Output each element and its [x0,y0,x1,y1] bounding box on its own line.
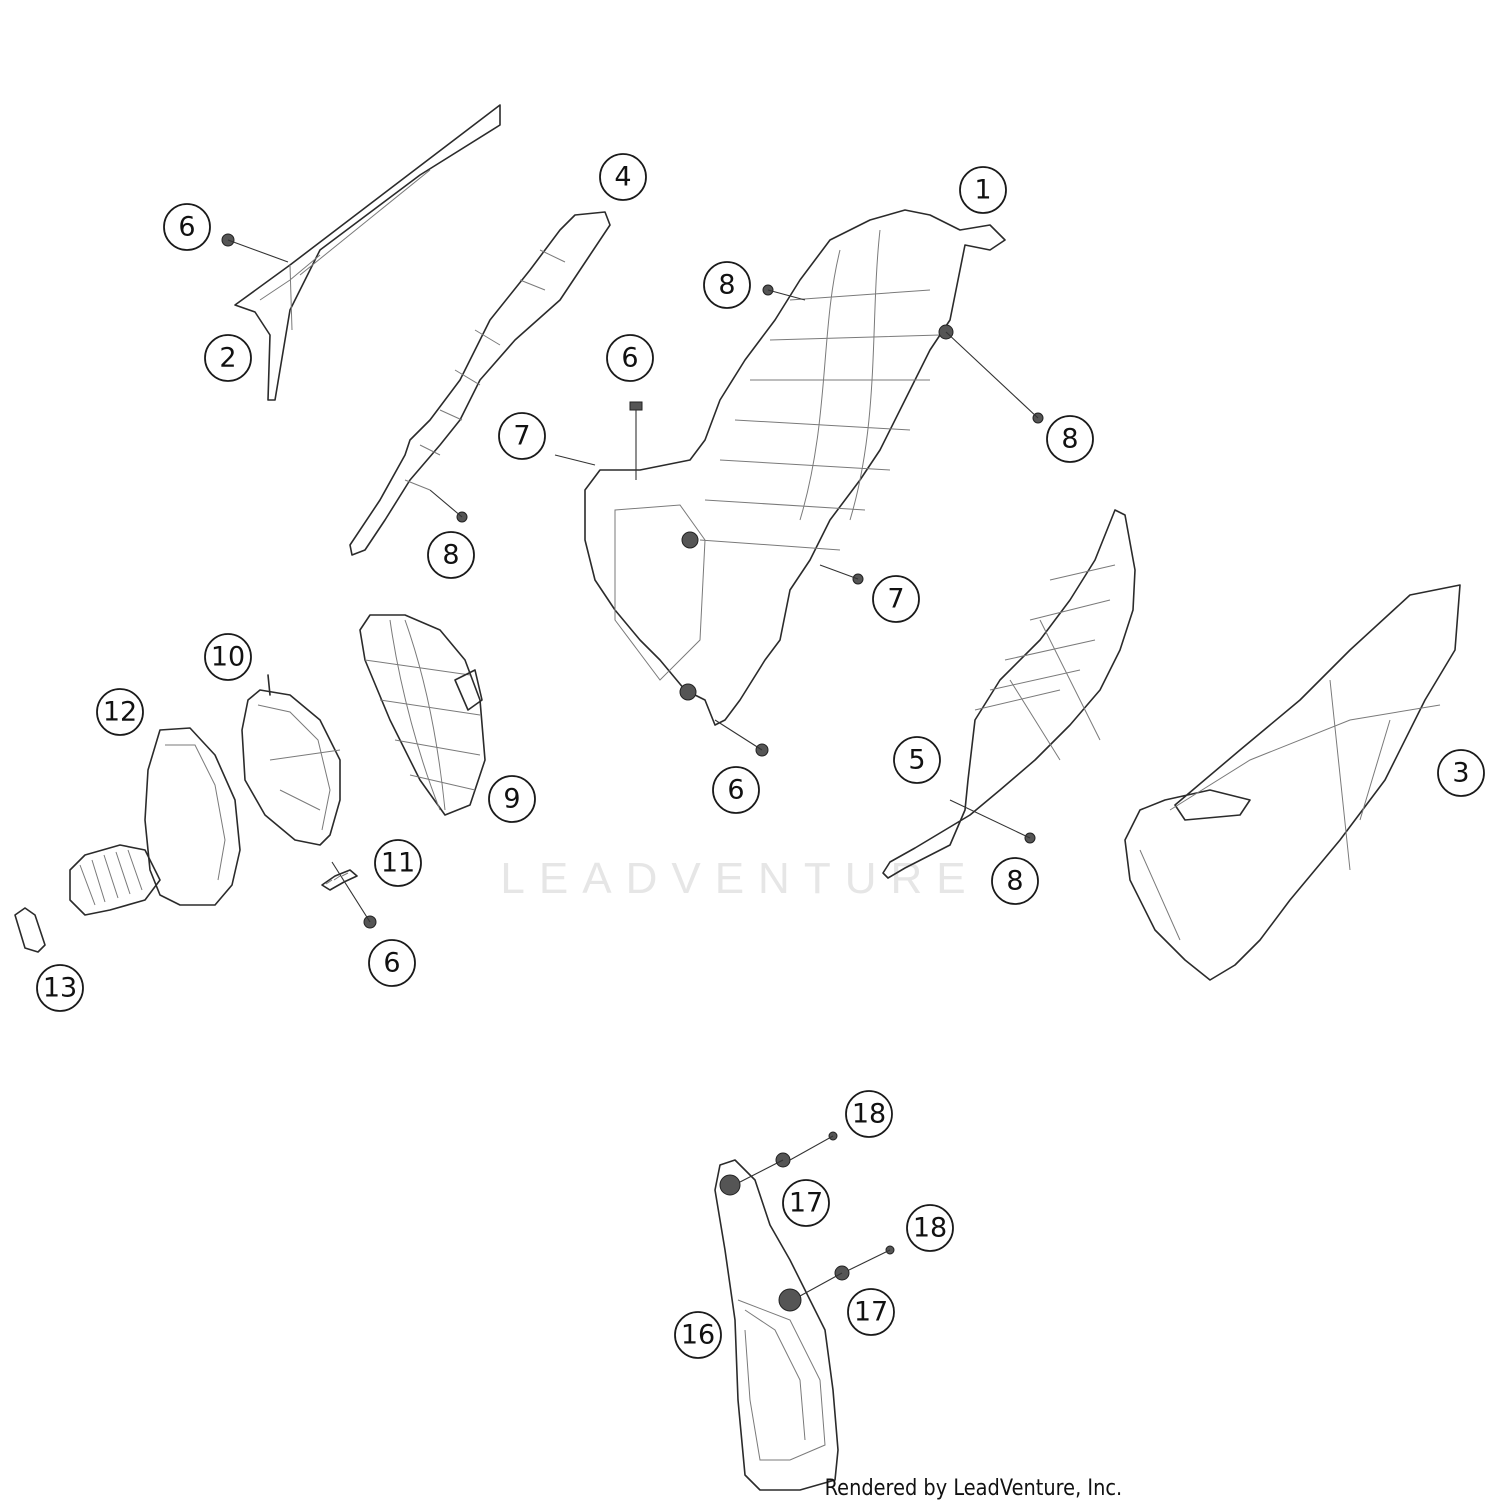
svg-text:8: 8 [1061,424,1078,455]
part-5-side-panel [882,509,1136,879]
part-2-bracket [234,104,501,401]
svg-text:18: 18 [913,1213,947,1244]
svg-text:13: 13 [43,973,77,1004]
svg-text:6: 6 [178,212,195,243]
callout-12: 12 [96,688,144,736]
credit-text: Rendered by LeadVenture, Inc. [824,1476,1122,1501]
callout-17a: 17 [782,1179,830,1227]
callout-2: 2 [204,334,252,382]
leader-lines [227,239,1039,1297]
part-10-filter-element [241,674,341,846]
callout-8d: 8 [991,857,1039,905]
svg-text:6: 6 [383,948,400,979]
svg-text:10: 10 [211,642,245,673]
part-4-side-cover [349,211,611,556]
svg-text:5: 5 [908,745,925,776]
callout-11: 11 [374,839,422,887]
svg-text:12: 12 [103,697,137,728]
boss-16b [778,1288,802,1312]
callout-7b: 7 [872,575,920,623]
svg-text:2: 2 [219,343,236,374]
callout-8a: 8 [703,261,751,309]
svg-text:6: 6 [727,775,744,806]
svg-text:8: 8 [442,540,459,571]
callout-6d: 6 [368,939,416,987]
callout-3: 3 [1437,749,1485,797]
callout-8c: 8 [427,531,475,579]
part-16-guard [714,1159,839,1491]
svg-text:1: 1 [974,175,991,206]
boss-16a [719,1174,741,1196]
svg-text:17: 17 [854,1297,888,1328]
callout-18a: 18 [845,1090,893,1138]
part-12-filter-holder [69,727,241,916]
boss-1a [681,531,699,549]
svg-text:17: 17 [789,1188,823,1219]
part-13-clamp [14,907,46,953]
callout-9: 9 [488,775,536,823]
callout-18b: 18 [906,1204,954,1252]
callout-4: 4 [599,153,647,201]
svg-text:3: 3 [1452,758,1469,789]
callout-1: 1 [959,166,1007,214]
svg-text:7: 7 [513,421,530,452]
svg-text:6: 6 [621,343,638,374]
part-11-clip [321,869,358,891]
callouts: 1 2 3 4 5 6 6 6 6 7 7 8 8 8 8 9 10 11 12… [36,153,1485,1359]
boss-1b [679,683,697,701]
svg-text:9: 9 [503,784,520,815]
callout-8b: 8 [1046,415,1094,463]
svg-text:7: 7 [887,584,904,615]
part-9-filter [359,614,486,816]
svg-text:11: 11 [381,848,415,879]
part-3-rear-panel [1124,584,1461,981]
callout-13: 13 [36,964,84,1012]
svg-text:8: 8 [1006,866,1023,897]
svg-text:16: 16 [681,1320,715,1351]
svg-text:4: 4 [614,162,631,193]
part-1-airbox [584,209,1006,726]
callout-17b: 17 [847,1288,895,1336]
callout-10: 10 [204,633,252,681]
svg-text:8: 8 [718,270,735,301]
nut-6b [629,401,643,411]
callout-6b: 6 [606,334,654,382]
svg-text:18: 18 [852,1099,886,1130]
callout-6c: 6 [712,766,760,814]
callout-7a: 7 [498,412,546,460]
callout-5: 5 [893,736,941,784]
watermark-text: LEADVENTURE [500,854,979,903]
callout-6a: 6 [163,203,211,251]
callout-16: 16 [674,1311,722,1359]
